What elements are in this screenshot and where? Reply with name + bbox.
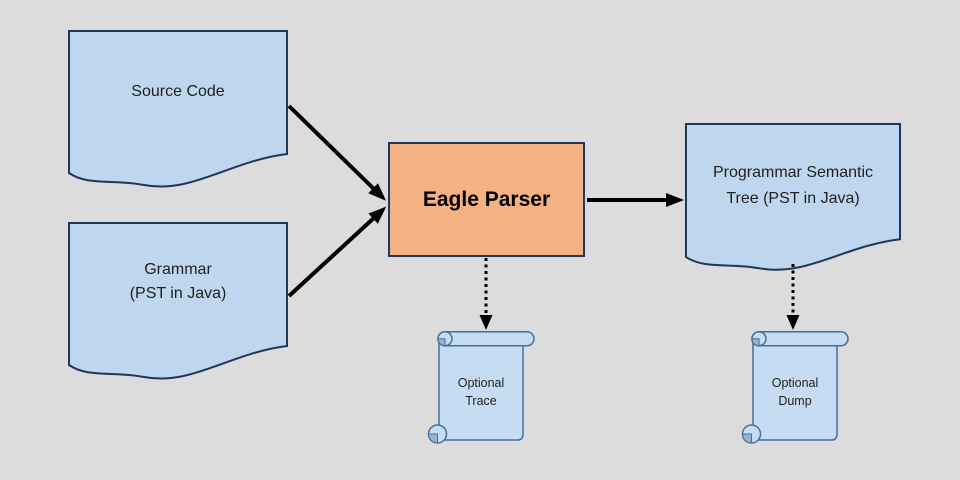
- grammar-label-line1: Grammar: [144, 261, 212, 278]
- optional-trace-line2: Trace: [465, 394, 497, 408]
- document-shape: [68, 222, 288, 382]
- grammar-label-line2: (PST in Java): [129, 285, 227, 302]
- optional-dump-line1: Optional: [771, 376, 819, 390]
- pst-label: Programmar Semantic Tree (PST in Java): [685, 160, 901, 212]
- optional-trace-label: Optional Trace: [439, 374, 523, 410]
- node-pst: Programmar Semantic Tree (PST in Java): [685, 123, 901, 273]
- node-source-code: Source Code: [68, 30, 288, 190]
- source-code-label: Source Code: [131, 83, 225, 100]
- optional-dump-label: Optional Dump: [753, 374, 837, 410]
- node-grammar: Grammar (PST in Java): [68, 222, 288, 382]
- grammar-label: Grammar (PST in Java): [68, 258, 288, 306]
- document-shape: [68, 30, 288, 190]
- scroll-shape: [741, 331, 849, 444]
- arrow-source-code-to-parser: [287, 104, 387, 201]
- scroll-shape: [427, 331, 535, 444]
- node-optional-trace: Optional Trace: [427, 331, 535, 445]
- document-shape: [685, 123, 901, 273]
- pst-label-line1: Programmar Semantic: [712, 164, 874, 181]
- pst-label-line2: Tree (PST in Java): [726, 190, 860, 207]
- node-eagle-parser: Eagle Parser: [388, 142, 585, 257]
- arrow-grammar-to-parser: [287, 206, 387, 298]
- optional-dump-line2: Dump: [778, 394, 812, 408]
- eagle-parser-label: Eagle Parser: [422, 187, 551, 211]
- optional-trace-line1: Optional: [457, 376, 505, 390]
- node-optional-dump: Optional Dump: [741, 331, 849, 445]
